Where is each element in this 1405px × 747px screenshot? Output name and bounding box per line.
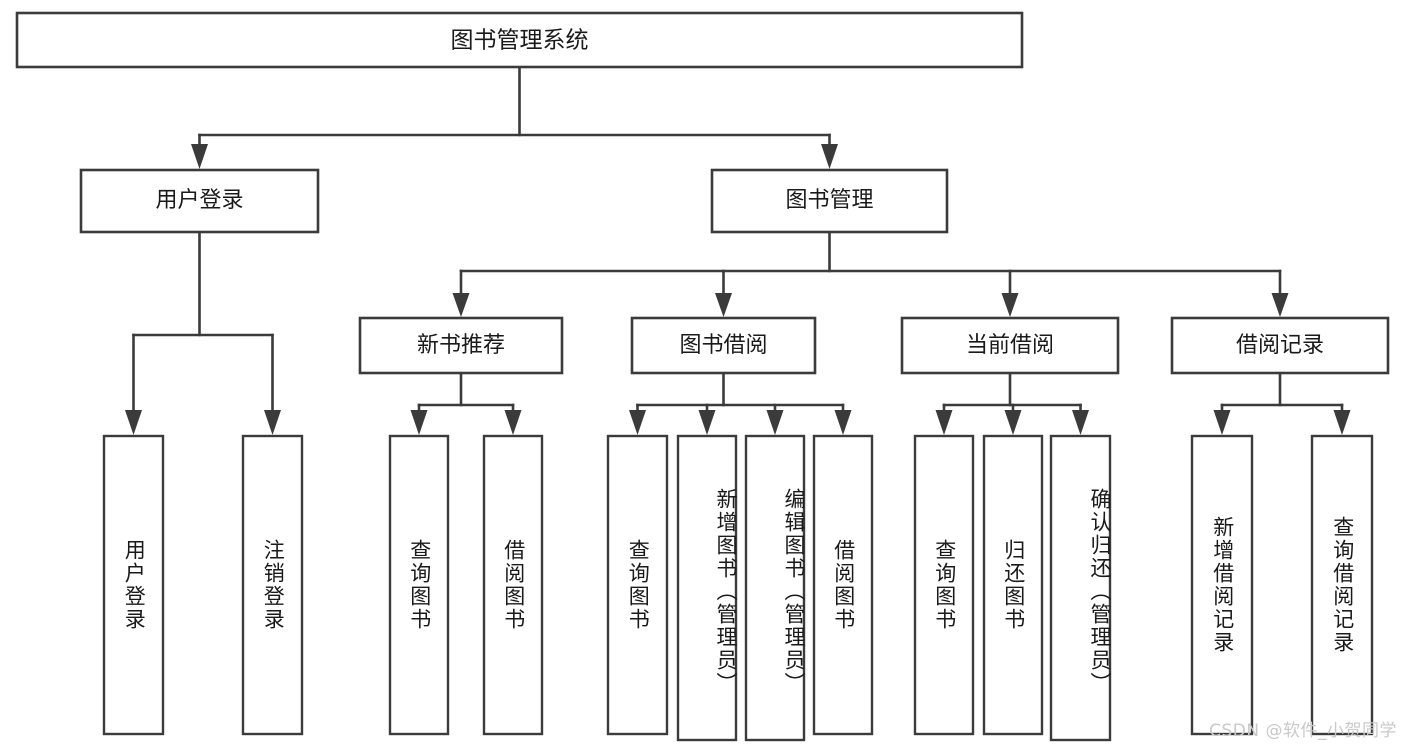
watermark-text: CSDN @软件_小贺同学 — [1209, 721, 1397, 741]
arrow-head-leaf-confirm-return — [1072, 410, 1089, 435]
arrow-head-leaf-add-record — [1213, 410, 1231, 435]
node-new-book-rec-label: 新书推荐 — [417, 333, 505, 358]
node-borrow-record[interactable]: 借阅记录 — [1170, 316, 1390, 375]
arrow-head-leaf-logout — [264, 410, 281, 435]
node-new-book-rec[interactable]: 新书推荐 — [358, 316, 564, 375]
leaf-box-add-book[interactable] — [676, 434, 738, 742]
node-user-login-label: 用户登录 — [155, 188, 243, 213]
node-book-borrow-label: 图书借阅 — [679, 333, 767, 358]
arrow-head-leaf-borrow-book-1 — [504, 410, 522, 435]
node-borrow-record-box — [1170, 316, 1390, 375]
leaf-box-return-book[interactable] — [982, 434, 1044, 736]
node-root[interactable]: 图书管理系统 — [15, 11, 1024, 69]
arrow-head-leaf-borrow-book-2 — [834, 410, 852, 435]
leaf-box-user-login[interactable] — [102, 434, 165, 736]
node-book-borrow[interactable]: 图书借阅 — [630, 316, 817, 375]
arrow-head-leaf-query-book-2 — [629, 410, 646, 435]
arrow-head-book-borrow — [715, 293, 732, 317]
leaf-box-logout[interactable] — [241, 434, 304, 736]
node-user-login-box — [79, 168, 320, 234]
node-current-borrow-label: 当前借阅 — [966, 333, 1054, 358]
connector-group-current-borrow — [935, 371, 1089, 435]
arrow-head-leaf-add-book — [698, 410, 716, 435]
connector-group-new-book-rec — [410, 371, 522, 435]
connector-group-root — [191, 65, 838, 169]
leaf-box-query-book-3[interactable] — [913, 434, 975, 736]
node-book-mgmt-label: 图书管理 — [785, 188, 873, 213]
leaf-box-confirm-return[interactable] — [1049, 434, 1112, 742]
connector-group-book-mgmt — [452, 230, 1289, 317]
arrow-head-book-mgmt — [821, 144, 838, 169]
leaf-box-borrow-book-2[interactable] — [812, 434, 874, 736]
node-root-label: 图书管理系统 — [451, 28, 589, 54]
arrow-head-leaf-query-book-1 — [410, 410, 428, 435]
arrow-head-user-login — [191, 144, 208, 169]
node-user-login[interactable]: 用户登录 — [79, 168, 320, 234]
node-current-borrow-box — [900, 316, 1120, 375]
node-borrow-record-label: 借阅记录 — [1236, 333, 1324, 358]
leaf-box-query-book-1[interactable] — [388, 434, 450, 736]
node-new-book-rec-box — [358, 316, 564, 375]
connector-group-book-borrow — [629, 371, 852, 435]
arrow-head-leaf-query-record — [1333, 410, 1351, 435]
arrow-head-current-borrow — [1001, 293, 1019, 317]
leaf-box-add-record[interactable] — [1190, 434, 1254, 736]
leaf-box-query-record[interactable] — [1310, 434, 1374, 736]
leaf-box-borrow-book-1[interactable] — [482, 434, 544, 736]
arrow-head-new-book-rec — [452, 293, 470, 317]
leaf-box-group — [102, 434, 1374, 742]
node-current-borrow[interactable]: 当前借阅 — [900, 316, 1120, 375]
node-book-mgmt-box — [710, 168, 949, 234]
arrow-head-leaf-query-book-3 — [935, 410, 953, 435]
connector-group-user-login — [125, 230, 281, 435]
node-book-borrow-box — [630, 316, 817, 375]
arrow-head-borrow-record — [1271, 293, 1289, 317]
arrow-head-leaf-user-login — [125, 410, 142, 435]
node-root-box — [15, 11, 1024, 69]
arrow-head-leaf-return-book — [1004, 410, 1022, 435]
node-book-mgmt[interactable]: 图书管理 — [710, 168, 949, 234]
arrow-head-leaf-edit-book — [766, 410, 784, 435]
connector-group-borrow-record — [1213, 371, 1351, 435]
leaf-box-edit-book[interactable] — [744, 434, 806, 742]
leaf-box-query-book-2[interactable] — [606, 434, 669, 736]
